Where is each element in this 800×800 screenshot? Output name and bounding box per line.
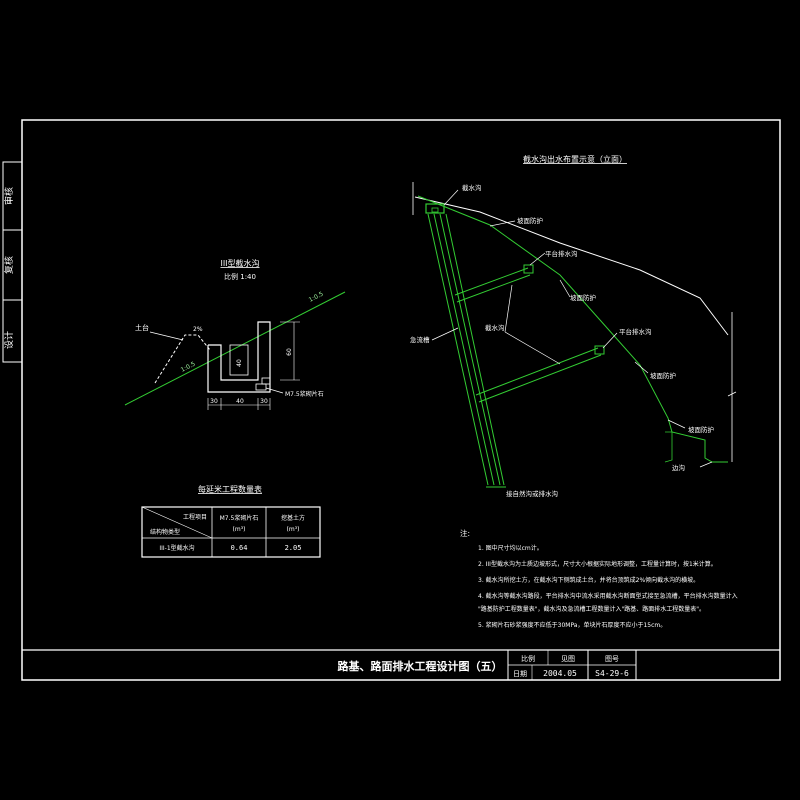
note-3: 3. 截水沟所挖土方，在截水沟下侧筑成土台，并将台顶筑成2%倾向截水沟的横坡。 xyxy=(478,576,699,584)
dim-30-right: 30 xyxy=(260,398,268,405)
label-bottom: 接自然沟或排水沟 xyxy=(506,489,558,498)
side-label-check: 复核 xyxy=(3,256,15,274)
scale-value: 见图 xyxy=(561,655,575,663)
label-drain-left: 急流槽 xyxy=(410,335,430,344)
note-1: 1. 图中尺寸均以cm计。 xyxy=(478,544,543,552)
elevation-view: 截水沟出水布置示意（立面） 截水沟 坡面防护 平台排水沟 xyxy=(410,154,737,498)
label-platform-ditch-2: 平台排水沟 xyxy=(619,327,652,336)
notes: 注: 1. 图中尺寸均以cm计。 2. III型截水沟为土质边坡形式，尺寸大小根… xyxy=(460,528,738,629)
section-detail: III型截水沟 比例 1:40 1:0.5 1:0.5 土台 2% 40 M7.… xyxy=(124,258,346,410)
label-platform-ditch-1: 平台排水沟 xyxy=(545,249,578,258)
title-block: 路基、路面排水工程设计图（五） 比例 见图 日期 2004.05 图号 S4-2… xyxy=(22,649,780,680)
section-title: III型截水沟 xyxy=(220,258,259,268)
table-row-v1: 0.64 xyxy=(231,544,248,552)
slope-label-right: 1:0.5 xyxy=(308,290,325,303)
side-strip xyxy=(2,161,23,363)
table-col1-unit: (m³) xyxy=(233,526,246,533)
dim-30-left: 30 xyxy=(210,398,218,405)
masonry-label: M7.5浆砌片石 xyxy=(285,390,324,398)
label-slope-protection-4: 坡面防护 xyxy=(688,425,714,434)
label-slope-protection-1: 坡面防护 xyxy=(517,216,543,225)
drawing-no-label: 图号 xyxy=(605,655,619,663)
dim-40: 40 xyxy=(236,398,244,405)
scale-label: 比例 xyxy=(521,654,535,663)
soil-bank-label: 土台 xyxy=(135,323,149,332)
date-value: 2004.05 xyxy=(543,669,577,678)
section-scale: 比例 1:40 xyxy=(224,272,256,281)
notes-heading: 注: xyxy=(460,528,470,538)
label-slope-protection-2: 坡面防护 xyxy=(570,293,596,302)
table-title: 每延米工程数量表 xyxy=(198,484,262,494)
table-col2-unit: (m³) xyxy=(287,526,300,533)
side-label-design: 设计 xyxy=(3,331,15,349)
quantity-table: 每延米工程数量表 工程项目 结构物类型 M7.5浆砌片石 (m³) 挖基土方 (… xyxy=(141,484,321,558)
label-intercept-ditch: 截水沟 xyxy=(462,183,482,192)
elevation-title: 截水沟出水布置示意（立面） xyxy=(523,154,627,164)
note-5: 5. 浆砌片石砂浆强度不应低于30MPa，单块片石厚度不应小于15cm。 xyxy=(478,621,666,629)
table-row-v2: 2.05 xyxy=(285,544,302,552)
table-header-struct: 结构物类型 xyxy=(150,528,180,536)
label-side-ditch: 边沟 xyxy=(672,463,685,472)
svg-text:2%: 2% xyxy=(193,326,203,333)
slope-label-left: 1:0.5 xyxy=(180,360,197,373)
table-header-item: 工程项目 xyxy=(183,513,207,521)
note-4b: "路基防护工程数量表"，截水沟及急流槽工程数量计入"路基、路面排水工程数量表"。 xyxy=(478,605,705,613)
main-title: 路基、路面排水工程设计图（五） xyxy=(338,659,503,673)
side-label-review: 审核 xyxy=(3,187,15,205)
dim-depth: 40 xyxy=(236,359,243,367)
table-col2: 挖基土方 xyxy=(281,514,305,522)
note-4: 4. 截水沟等截水沟路段，平台排水沟中流水采用截水沟断面型式接至急流槽，平台排水… xyxy=(478,592,738,600)
dim-height: 60 xyxy=(286,348,293,356)
label-slope-protection-3: 坡面防护 xyxy=(650,371,676,380)
drawing-no-value: S4-29-6 xyxy=(595,669,629,678)
label-intercept-ditch-2: 截水沟 xyxy=(485,323,505,332)
note-2: 2. III型截水沟为土质边坡形式，尺寸大小根据实际地形调整，工程量计算时，按1… xyxy=(478,560,717,568)
table-col1: M7.5浆砌片石 xyxy=(220,514,259,522)
drawing-border-outer xyxy=(21,119,781,681)
table-row-type: III-1型截水沟 xyxy=(159,544,194,552)
date-label: 日期 xyxy=(513,670,527,678)
